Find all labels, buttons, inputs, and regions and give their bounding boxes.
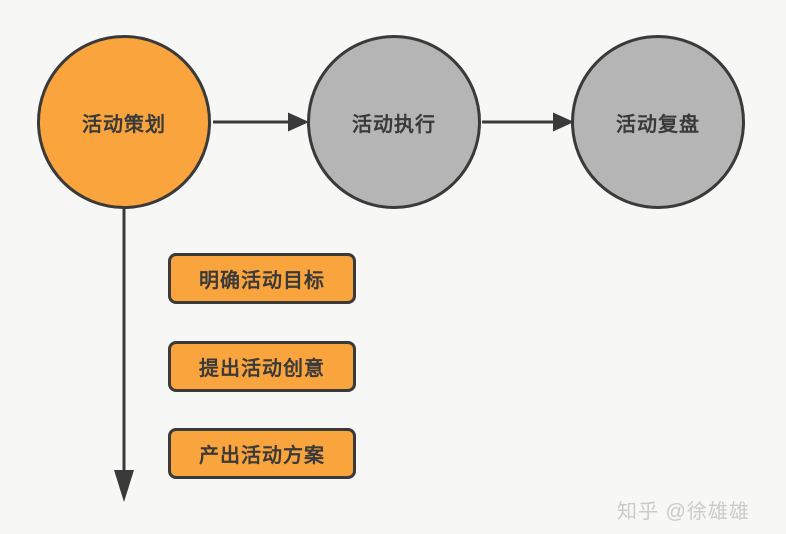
- node-execution-label: 活动执行: [352, 113, 436, 136]
- node-review-label: 活动复盘: [616, 113, 700, 136]
- task-box-idea-label: 提出活动创意: [199, 358, 325, 380]
- node-planning: 活动策划: [37, 35, 211, 209]
- task-box-plan: 产出活动方案: [168, 428, 356, 479]
- node-review: 活动复盘: [571, 35, 745, 209]
- task-box-idea: 提出活动创意: [168, 341, 356, 392]
- task-box-plan-label: 产出活动方案: [199, 445, 325, 467]
- watermark: 知乎 @徐雄雄: [617, 501, 750, 523]
- task-box-goal-label: 明确活动目标: [199, 270, 325, 292]
- task-box-goal: 明确活动目标: [168, 253, 356, 304]
- arrow-planning-to-execution: [213, 112, 309, 132]
- node-execution: 活动执行: [307, 35, 481, 209]
- node-planning-label: 活动策划: [82, 113, 166, 136]
- arrow-execution-to-review: [482, 112, 574, 132]
- arrow-planning-down: [114, 207, 134, 502]
